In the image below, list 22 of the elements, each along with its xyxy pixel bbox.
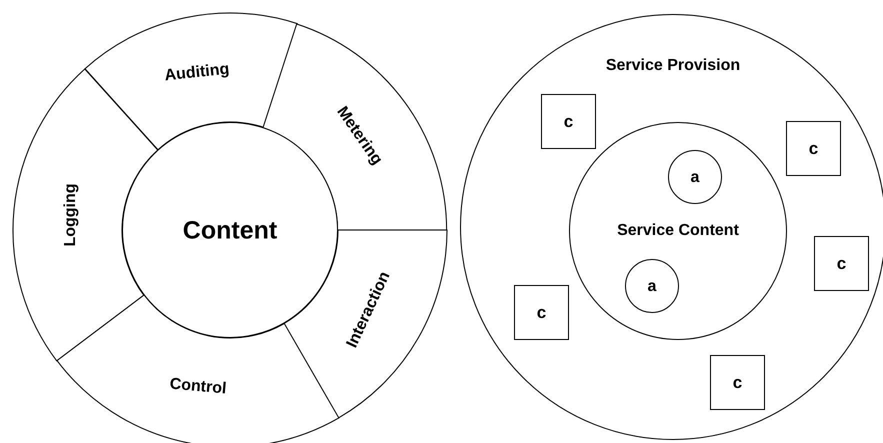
square-box <box>541 94 596 149</box>
circle-label: a <box>690 170 700 186</box>
box-label: c <box>808 140 818 157</box>
square-box <box>814 236 869 291</box>
box-label: c <box>564 113 574 130</box>
ring-segment <box>284 230 447 418</box>
segment-label: Auditing <box>164 62 230 85</box>
square-box <box>514 285 569 340</box>
segment-label: Control <box>169 376 228 398</box>
ring-segment <box>56 294 338 443</box>
circle-label: Service Content <box>617 223 739 239</box>
square-box <box>710 355 765 410</box>
ring-segment <box>13 68 158 361</box>
box-label: c <box>732 374 742 391</box>
box-label: c <box>536 304 546 321</box>
circle-label: a <box>648 279 656 295</box>
segment-label: Logging <box>62 183 79 246</box>
circle-label: Service Provision <box>606 58 740 74</box>
square-box <box>786 121 841 176</box>
ring-segment <box>84 13 298 150</box>
circle-label: Content <box>182 218 278 244</box>
box-label: c <box>836 255 846 272</box>
